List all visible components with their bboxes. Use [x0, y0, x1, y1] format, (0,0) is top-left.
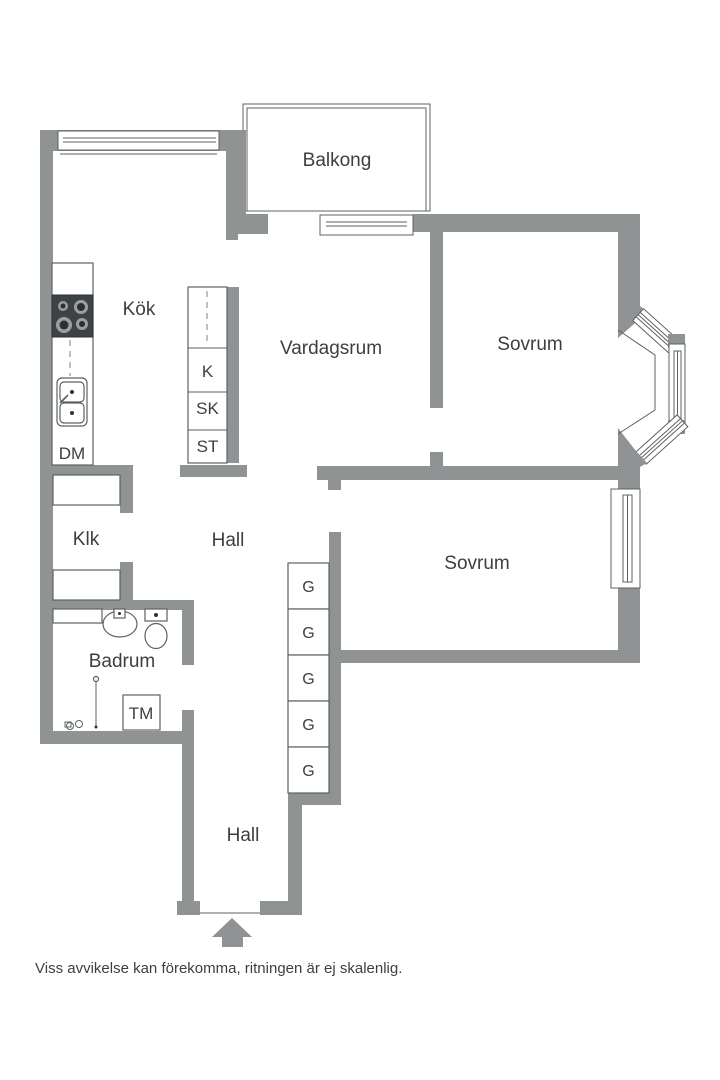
- bay-inner-edge: [617, 329, 656, 435]
- wall-wardrobe-bottom: [288, 793, 341, 805]
- wall-top-right: [413, 214, 640, 232]
- bathroom-sink: [102, 608, 138, 638]
- label-wardrobe-4: G: [302, 717, 314, 734]
- bathroom-vanity: [52, 608, 103, 624]
- wall-corridor-left: [182, 710, 194, 915]
- label-balkong: Balkong: [303, 150, 372, 171]
- label-badrum: Badrum: [89, 651, 156, 672]
- bay-window-lower: [634, 414, 689, 465]
- label-wardrobe-3: G: [302, 671, 314, 688]
- label-wardrobe-2: G: [302, 625, 314, 642]
- wall-middle: [317, 466, 640, 480]
- label-kok: Kök: [123, 299, 156, 320]
- floor-drain-items: [64, 720, 83, 730]
- bay-wedge-top: [618, 301, 646, 338]
- label-washing-machine: TM: [129, 704, 154, 723]
- wall-kitchen-lower: [40, 465, 133, 477]
- wall-closet-base: [180, 465, 247, 477]
- wall-sovrum2-bottom: [341, 650, 640, 663]
- label-closet-st: ST: [197, 437, 219, 456]
- shower-rail: [92, 675, 100, 729]
- label-vardagsrum: Vardagsrum: [280, 338, 382, 359]
- label-wardrobe-5: G: [302, 763, 314, 780]
- wall-corridor-right-foot: [260, 901, 302, 915]
- hall-closet-block: [187, 286, 228, 464]
- washing-machine: [122, 694, 161, 731]
- kitchen-sink: [56, 377, 88, 427]
- label-closet-sk: SK: [196, 399, 219, 418]
- wall-closet-right: [227, 287, 239, 463]
- wall-middle-stub: [328, 480, 341, 490]
- wardrobe-column: [287, 562, 330, 794]
- wall-top-left-outer: [40, 130, 268, 743]
- wall-vardagsrum-sovrum: [430, 232, 443, 408]
- stove: [51, 294, 94, 338]
- wall-right-upper: [618, 232, 640, 307]
- wall-klk-stub-upper: [120, 477, 133, 513]
- label-sovrum-bottom: Sovrum: [444, 553, 509, 574]
- label-sovrum-top: Sovrum: [497, 334, 562, 355]
- wall-badrum-right-upper: [182, 600, 194, 665]
- sovrum2-window: [610, 488, 641, 589]
- label-hall-lower: Hall: [227, 825, 260, 846]
- bay-wedge-bottom: [618, 428, 647, 467]
- wall-sovrum2-right-upper: [618, 466, 640, 490]
- balcony-door: [319, 214, 414, 236]
- walls: [40, 130, 640, 915]
- bay-window: [617, 301, 689, 467]
- wall-corridor-right: [288, 805, 302, 915]
- toilet: [144, 608, 168, 650]
- kitchen-counter: [51, 262, 94, 466]
- entrance-arrow: [212, 918, 252, 947]
- wall-klk-stub-lower: [120, 562, 133, 603]
- label-closet-k: K: [202, 362, 214, 381]
- klk-closets: [52, 474, 121, 601]
- kitchen-window: [57, 130, 220, 155]
- wall-wardrobe-column: [329, 532, 341, 805]
- label-wardrobe-1: G: [302, 579, 314, 596]
- wall-badrum-top: [40, 600, 194, 610]
- wall-vardagsrum-sovrum-stub: [430, 452, 443, 466]
- wall-badrum-bottom: [40, 731, 194, 744]
- label-hall-upper: Hall: [212, 530, 245, 551]
- label-dishwasher: DM: [59, 444, 85, 463]
- disclaimer-text: Viss avvikelse kan förekomma, ritningen …: [35, 960, 402, 977]
- wall-corridor-left-foot: [177, 901, 200, 915]
- label-klk: Klk: [73, 529, 100, 550]
- wall-sovrum2-right-lower: [618, 588, 640, 663]
